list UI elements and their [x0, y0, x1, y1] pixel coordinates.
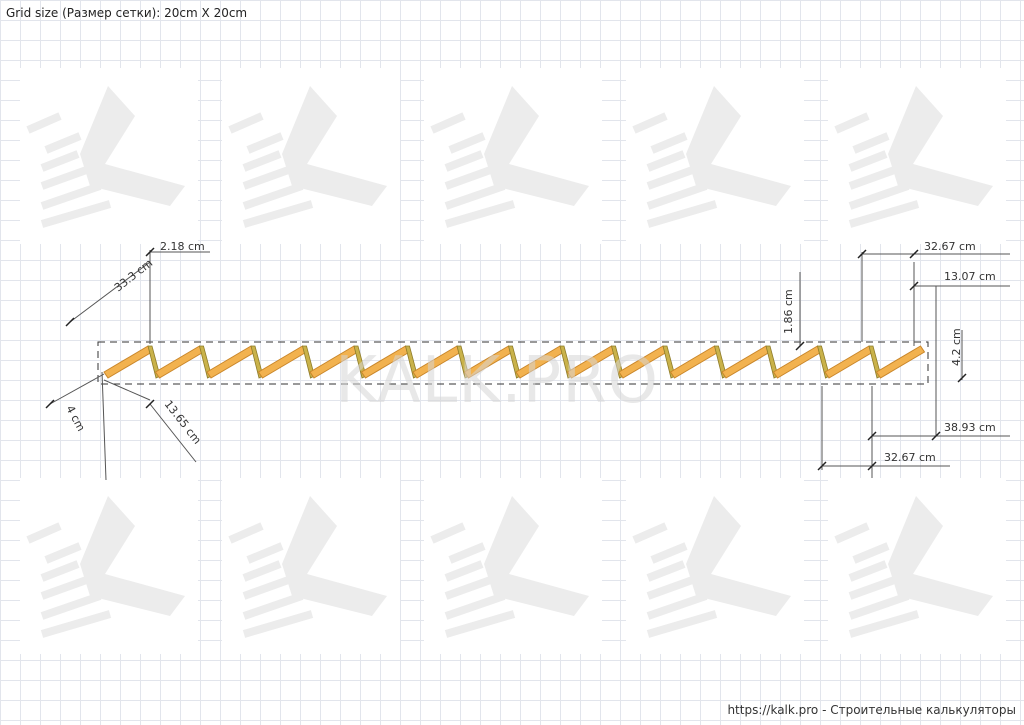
watermark-tile	[828, 68, 1006, 244]
dim-left-bottom: 4 cm	[63, 403, 87, 433]
watermark-tile	[222, 478, 400, 654]
dim-left-diag: 33.3 cm	[112, 257, 155, 295]
dim-right-bottom: 32.67 cm	[884, 451, 936, 464]
dimension-ticks	[45, 247, 967, 471]
kalk-logo-icon	[834, 496, 993, 638]
watermark-tile	[424, 478, 602, 654]
kalk-logo-icon	[834, 86, 993, 228]
kalk-logo-icon	[632, 86, 791, 228]
center-watermark: KALK.PRO	[335, 344, 659, 418]
tread-board	[721, 345, 771, 379]
kalk-logo-icon	[228, 496, 387, 638]
grid-size-label: Grid size (Размер сетки): 20cm X 20cm	[6, 6, 248, 20]
dim-right-low: 38.93 cm	[944, 421, 996, 434]
watermark-tile	[626, 68, 804, 244]
dim-right-side: 4.2 cm	[950, 328, 963, 366]
tread-board	[154, 345, 205, 379]
watermark-tile	[626, 478, 804, 654]
kalk-logo-icon	[228, 86, 387, 228]
kalk-logo-icon	[430, 496, 589, 638]
dim-right-top-cut: 32.67 cm	[924, 240, 976, 253]
step-boards	[103, 345, 926, 379]
tread-board	[875, 345, 926, 379]
dimension-lines	[49, 250, 1010, 481]
watermark-tile	[20, 478, 198, 654]
tread-board	[257, 345, 308, 379]
kalk-logo-icon	[430, 86, 589, 228]
tread-board	[824, 345, 874, 379]
footer-link[interactable]: https://kalk.pro - Строительные калькуля…	[727, 703, 1016, 717]
dim-right-top: 13.07 cm	[944, 270, 996, 283]
watermark-tile	[222, 68, 400, 244]
dim-left-top: 2.18 cm	[160, 240, 205, 253]
tread-board	[206, 345, 256, 379]
tread-board	[103, 345, 153, 379]
tread-board	[772, 345, 823, 379]
kalk-logo-icon	[632, 496, 791, 638]
tread-board	[669, 345, 720, 379]
watermark-tile	[828, 478, 1006, 654]
dim-right-vert: 1.86 cm	[782, 289, 795, 334]
kalk-logo-icon	[26, 496, 185, 638]
stringer-outline	[97, 341, 929, 385]
watermark-tile	[424, 68, 602, 244]
dim-left-bottom-diag: 13.65 cm	[162, 398, 204, 447]
kalk-logo-icon	[26, 86, 185, 228]
watermark-tile	[20, 68, 198, 244]
